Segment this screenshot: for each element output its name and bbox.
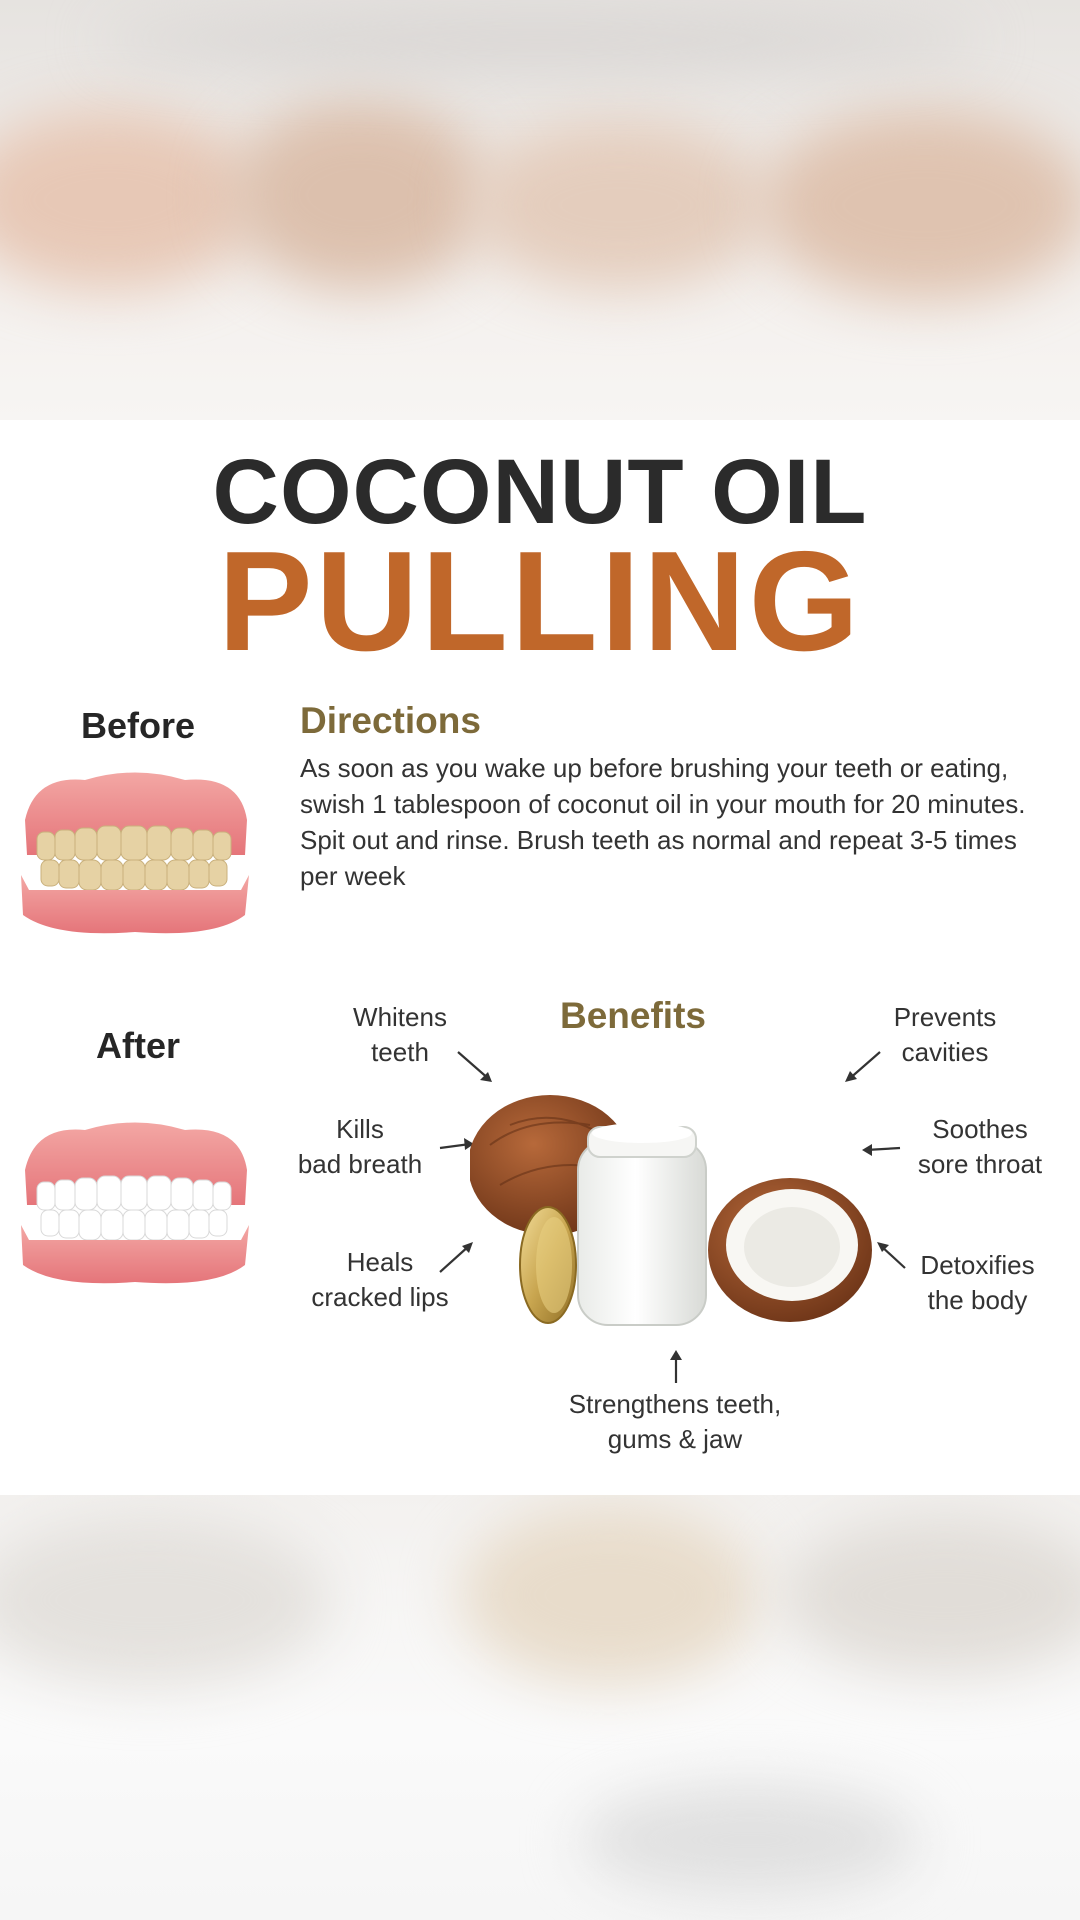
arrow-detoxifies [877,1242,906,1269]
dentures-before-image [21,772,249,934]
coconut-oil-illustration [470,1095,872,1326]
oil-jar-image [577,1123,707,1326]
blurred-background-top [0,0,1080,420]
benefit-strengthens-teeth: Strengthens teeth,gums & jaw [568,1389,782,1454]
arrow-kills [439,1138,474,1150]
arrow-strengthens [670,1350,682,1383]
dentures-after-image [21,1122,249,1284]
before-label: Before [80,705,196,746]
infographic-card: COCONUT OIL PULLING Before After [0,420,1080,1495]
coconut-half-image [708,1178,872,1322]
jar-lid-image [519,1206,577,1324]
arrow-soothes [862,1144,901,1156]
benefits-heading: Benefits [560,995,706,1036]
arrow-whitens [457,1051,492,1082]
benefit-arrows [439,1051,906,1383]
title-line-1: COCONUT OIL [212,441,868,543]
title-line-2: PULLING [217,522,863,681]
directions-text: As soon as you wake up before brushing y… [300,753,1026,891]
arrow-prevents [845,1051,881,1082]
arrow-heals [439,1242,473,1273]
after-label: After [95,1025,180,1066]
blurred-background-bottom [0,1495,1080,1920]
directions-heading: Directions [300,700,481,741]
